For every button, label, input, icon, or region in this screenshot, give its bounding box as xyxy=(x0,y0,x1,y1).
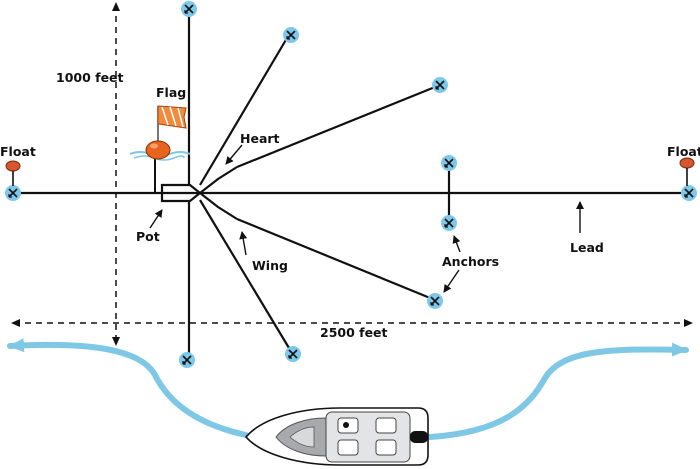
label-heart: Heart xyxy=(240,131,280,146)
float-left-icon xyxy=(5,160,21,172)
label-float-right: Float xyxy=(667,144,700,159)
anchor-icon-top xyxy=(180,0,198,18)
anchor-icon-lower-diagonal xyxy=(284,345,302,363)
label-dim-vertical: 1000 feet xyxy=(56,70,124,85)
anchors-pointer-up xyxy=(452,235,461,253)
heart-upper xyxy=(199,166,238,194)
flag-buoy-icon xyxy=(129,105,191,161)
label-dim-horizontal: 2500 feet xyxy=(320,325,388,340)
anchor-line-lower xyxy=(199,199,293,354)
label-pot: Pot xyxy=(136,229,160,244)
wing-lower xyxy=(236,217,436,302)
anchor-icon-mid-bottom xyxy=(440,214,458,232)
anchor-icon-bottom xyxy=(178,351,196,369)
float-right-icon xyxy=(679,157,695,169)
anchors-pointer-down xyxy=(443,269,460,293)
anchor-icon-right-end xyxy=(680,184,698,202)
anchor-line-upper xyxy=(199,32,291,186)
boat-wake xyxy=(7,338,249,438)
anchor-icon-mid-top xyxy=(440,154,458,172)
anchor-icon-left-end xyxy=(4,184,22,202)
label-lead: Lead xyxy=(570,240,604,255)
boat-wake-right xyxy=(427,342,689,440)
anchor-icon-upper-wing xyxy=(431,76,449,94)
boat-icon xyxy=(244,407,429,466)
label-flag: Flag xyxy=(156,85,186,100)
label-wing: Wing xyxy=(252,258,288,273)
heart-pointer xyxy=(225,144,243,165)
pot-pointer xyxy=(149,209,163,229)
horizontal-dimension-arrow-right xyxy=(684,319,693,327)
anchor-icon-upper-diagonal xyxy=(282,26,300,44)
wing-upper xyxy=(236,83,441,169)
vertical-dimension-arrow-bottom xyxy=(112,337,120,346)
label-anchors: Anchors xyxy=(442,254,499,269)
label-float-left: Float xyxy=(0,144,36,159)
anchor-icon-lower-wing xyxy=(426,292,444,310)
heart-lower xyxy=(199,192,238,220)
vertical-dimension-arrow-top xyxy=(112,2,120,11)
horizontal-dimension-arrow-left xyxy=(11,319,20,327)
wing-pointer xyxy=(239,231,248,256)
